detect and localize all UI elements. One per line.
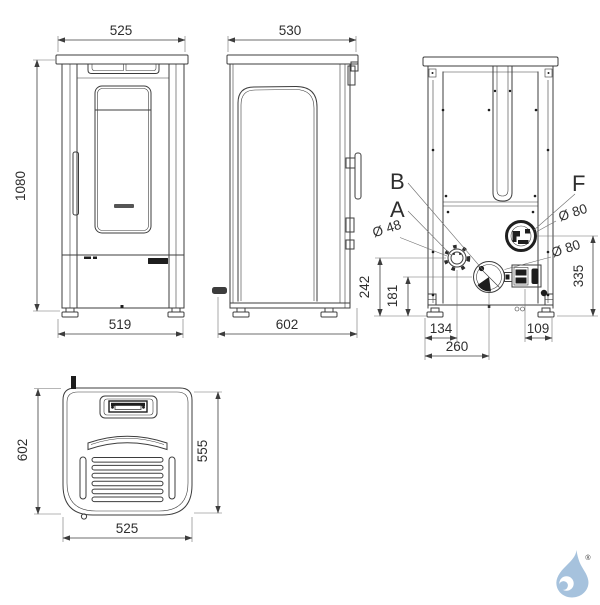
side-depth-top-value: 530 <box>279 23 302 38</box>
side-dim-depth-bottom: 602 <box>217 297 358 338</box>
rear-frame <box>427 65 554 309</box>
front-width-top-value: 525 <box>110 23 133 38</box>
side-door-handle <box>345 152 362 200</box>
offset-power-inlet-value: 109 <box>527 321 550 336</box>
front-brand-plate <box>114 204 134 208</box>
power-socket <box>531 268 539 284</box>
rear-dim-offset-air: 134 <box>424 270 458 360</box>
rear-screw-dots <box>431 108 550 297</box>
side-body-panel <box>229 63 351 309</box>
dia-flue-top-value: Ø 80 <box>557 201 589 224</box>
dia-air-intake-value: Ø 48 <box>371 217 403 240</box>
top-handle-bar <box>87 435 168 451</box>
rear-dim-offset-flue: 260 <box>424 293 490 360</box>
top-side-vents <box>79 456 176 500</box>
side-view: 530 602 <box>212 23 362 338</box>
side-depth-bottom-value: 602 <box>276 317 299 332</box>
water-drop-logo-icon <box>556 550 589 598</box>
flue-outlet-rear-port <box>473 261 513 293</box>
top-display-recess <box>99 395 158 419</box>
side-top-plate <box>226 54 359 65</box>
front-hinge-mark <box>84 256 91 259</box>
top-dim-depth-body: 555 <box>194 391 222 514</box>
fuse-holder <box>515 277 527 284</box>
top-pilot-hole <box>80 513 88 520</box>
rear-drain-hole <box>540 289 548 297</box>
front-door-glass <box>94 85 152 234</box>
electrical-panel <box>511 264 542 288</box>
rear-dim-height-top-flue: 335 <box>537 235 598 317</box>
offset-air-intake-value: 134 <box>430 321 453 336</box>
rear-dim-offset-panel: 109 <box>524 289 553 342</box>
smoke-outlet-top-port <box>505 220 537 252</box>
top-depth-body-value: 555 <box>195 440 210 463</box>
registered-mark: ® <box>585 554 591 562</box>
front-door-handle <box>72 151 79 216</box>
side-feet <box>232 307 338 318</box>
top-probe-stub <box>71 376 76 389</box>
rear-dim-height-flue: 181 <box>385 276 472 317</box>
rear-view: B A F Ø 48 Ø 80 Ø 80 242 181 <box>357 56 598 360</box>
height-air-intake-value: 242 <box>357 276 372 299</box>
top-depth-total-value: 602 <box>15 439 30 462</box>
top-view: 602 555 525 <box>15 376 222 542</box>
rear-top-plate <box>422 56 559 67</box>
top-outline <box>62 387 193 516</box>
power-switch <box>515 269 527 276</box>
rear-feet <box>426 307 555 318</box>
height-flue-top-value: 335 <box>571 265 586 288</box>
rear-dim-height-air: 242 <box>357 257 446 317</box>
dia-flue-rear-value: Ø 80 <box>550 237 582 260</box>
front-lower-badge <box>148 258 168 264</box>
front-feet <box>61 307 185 318</box>
side-dim-depth-top: 530 <box>227 23 357 52</box>
front-top-plate <box>55 54 189 65</box>
rear-center-channel <box>492 65 513 202</box>
brand-logo: ® <box>556 550 591 598</box>
air-intake-port <box>443 244 471 272</box>
offset-flue-rear-value: 260 <box>446 339 469 354</box>
top-dim-width: 525 <box>62 517 193 542</box>
front-dim-height: 1080 <box>13 59 60 312</box>
front-view: 525 1080 519 <box>13 23 189 338</box>
top-dim-depth-total: 602 <box>15 388 61 515</box>
top-width-value: 525 <box>116 521 139 536</box>
top-grille-slats <box>91 457 164 503</box>
side-door-profile <box>237 85 318 302</box>
rear-port-labels: B A F <box>390 169 585 271</box>
label-a: A <box>390 197 405 222</box>
front-height-value: 1080 <box>13 171 28 201</box>
front-dim-width-bottom: 519 <box>57 317 184 338</box>
front-body-panel <box>61 63 185 309</box>
label-b: B <box>390 169 405 194</box>
label-f: F <box>572 171 585 196</box>
side-rear-tabs <box>345 65 356 250</box>
side-drain-stub <box>212 287 227 294</box>
front-width-bottom-value: 519 <box>109 317 132 332</box>
front-top-air-recess <box>87 63 160 74</box>
control-display <box>108 400 148 413</box>
height-flue-rear-value: 181 <box>385 285 400 308</box>
front-dim-width-top: 525 <box>57 23 186 52</box>
